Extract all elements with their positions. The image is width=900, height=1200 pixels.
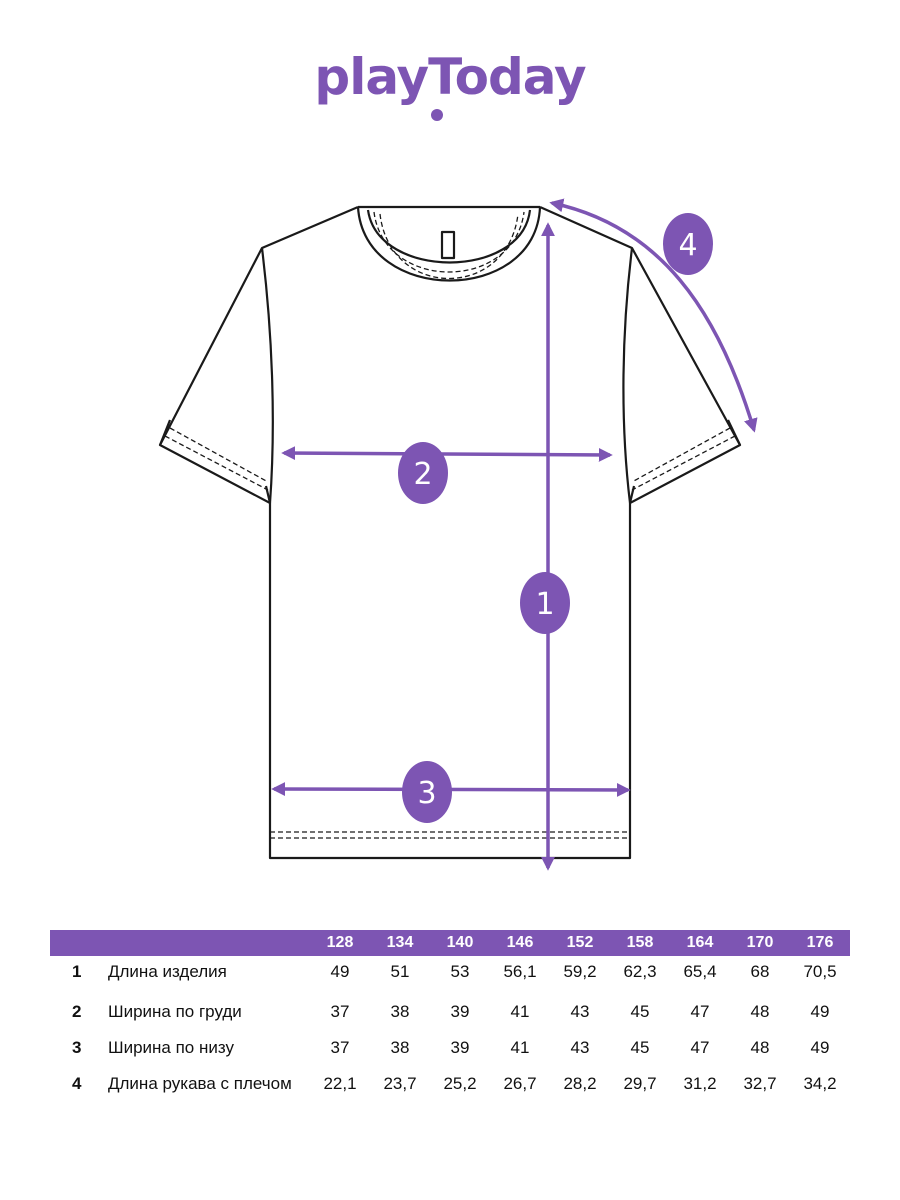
table-cell: 39: [450, 1038, 470, 1057]
table-cell: 47: [690, 1038, 710, 1057]
table-cell: 31,2: [683, 1074, 717, 1093]
marker-4-label: 4: [678, 228, 697, 263]
table-row: 4 Длина рукава с плечом 22,1 23,7 25,2 2…: [50, 1066, 850, 1102]
table-cell: 48: [750, 1038, 770, 1057]
table-row: 3 Ширина по низу 37 38 39 41 43 45 47 48…: [50, 1030, 850, 1066]
table-cell: 39: [450, 1002, 470, 1021]
table-cell: 34,2: [803, 1074, 837, 1093]
table-cell: 48: [750, 1002, 770, 1021]
table-cell: 26,7: [503, 1074, 537, 1093]
marker-4: 4: [663, 213, 713, 275]
table-cell: 23,7: [383, 1074, 417, 1093]
marker-3-label: 3: [417, 776, 436, 811]
table-cell: 53: [450, 962, 470, 981]
marker-3: 3: [402, 761, 452, 823]
row-number: 1: [72, 962, 82, 981]
table-cell: 45: [630, 1002, 650, 1021]
row-label: Ширина по низу: [108, 1038, 234, 1057]
table-cell: 70,5: [803, 962, 837, 981]
size-header: 158: [626, 934, 654, 951]
table-cell: 49: [330, 962, 350, 981]
table-cell: 37: [330, 1038, 350, 1057]
table-cell: 38: [390, 1038, 410, 1057]
marker-2-label: 2: [413, 457, 432, 492]
size-header: 128: [326, 934, 354, 951]
table-cell: 43: [570, 1002, 590, 1021]
size-table: 128 134 140 146 152 158 164 170 176 1 Дл…: [50, 930, 850, 1102]
table-cell: 25,2: [443, 1074, 477, 1093]
table-cell: 47: [690, 1002, 710, 1021]
table-cell: 41: [510, 1038, 530, 1057]
size-header: 134: [386, 934, 414, 951]
table-cell: 32,7: [743, 1074, 777, 1093]
table-cell: 41: [510, 1002, 530, 1021]
header-blank-num: [50, 930, 102, 956]
tshirt-outline: [158, 205, 742, 860]
row-label: Длина рукава с плечом: [108, 1074, 292, 1093]
size-header: 146: [506, 934, 534, 951]
table-cell: 59,2: [563, 962, 597, 981]
marker-2: 2: [398, 442, 448, 504]
table-cell: 38: [390, 1002, 410, 1021]
table-cell: 51: [390, 962, 410, 981]
table-row: 2 Ширина по груди 37 38 39 41 43 45 47 4…: [50, 994, 850, 1030]
row-number: 2: [72, 1002, 82, 1021]
brand-logo-dot: [431, 109, 443, 121]
row-label: Ширина по груди: [108, 1002, 242, 1021]
table-cell: 56,1: [503, 962, 537, 981]
table-cell: 49: [810, 1038, 830, 1057]
table-cell: 49: [810, 1002, 830, 1021]
tshirt-diagram: 1 2 3 4: [158, 198, 758, 871]
table-cell: 29,7: [623, 1074, 657, 1093]
table-row: 1 Длина изделия 49 51 53 56,1 59,2 62,3 …: [50, 956, 850, 994]
measurement-arrows: [271, 198, 758, 871]
table-cell: 22,1: [323, 1074, 357, 1093]
table-cell: 43: [570, 1038, 590, 1057]
size-header: 140: [446, 934, 474, 951]
table-cell: 37: [330, 1002, 350, 1021]
table-cell: 65,4: [683, 962, 717, 981]
marker-1: 1: [520, 572, 570, 634]
marker-1-label: 1: [535, 587, 554, 622]
table-cell: 45: [630, 1038, 650, 1057]
table-cell: 28,2: [563, 1074, 597, 1093]
stitching-lines: [164, 211, 736, 839]
size-header: 164: [686, 934, 714, 951]
row-number: 3: [72, 1038, 82, 1057]
row-label: Длина изделия: [108, 962, 227, 981]
table-cell: 62,3: [623, 962, 657, 981]
size-header-row: 128 134 140 146 152 158 164 170 176: [50, 930, 850, 956]
brand-logo: playToday: [314, 48, 586, 106]
row-number: 4: [72, 1074, 82, 1093]
size-header: 176: [806, 934, 834, 951]
size-header: 170: [746, 934, 774, 951]
size-header: 152: [566, 934, 594, 951]
table-cell: 68: [750, 962, 770, 981]
header-blank-label: [102, 930, 310, 956]
